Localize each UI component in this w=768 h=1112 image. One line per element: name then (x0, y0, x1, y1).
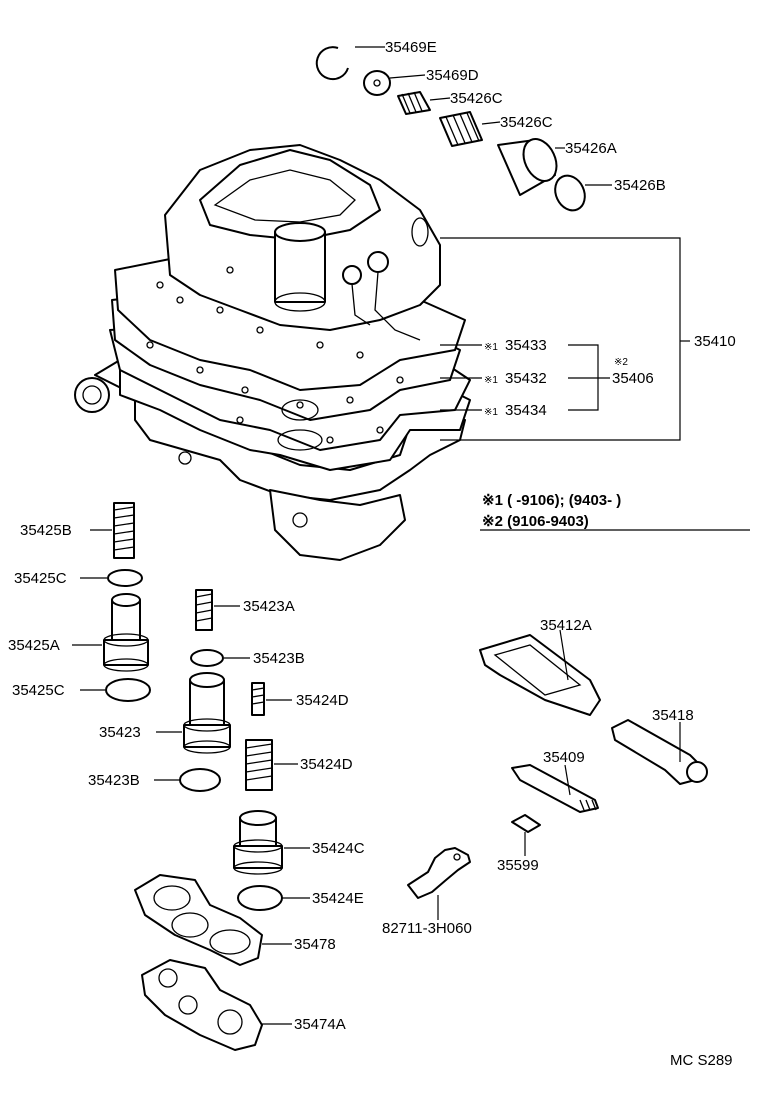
label-35425a: 35425A (8, 637, 60, 654)
label-35412a: 35412A (540, 617, 592, 634)
label-35423a: 35423A (243, 598, 295, 615)
part-cover-35474a (141, 959, 263, 1051)
label-35474a: 35474A (294, 1016, 346, 1033)
label-35425c-upper: 35425C (14, 570, 67, 587)
part-manual-valve-35418 (611, 719, 708, 785)
label-35418: 35418 (652, 707, 694, 724)
part-valve-35423 (183, 672, 231, 754)
valve-body-assembly (74, 144, 471, 561)
part-spring-35409 (511, 764, 599, 813)
label-35426a: 35426A (565, 140, 617, 157)
note-1: ※1 ( -9106); (9403- ) (482, 492, 621, 509)
part-spring-35426c-large (439, 111, 483, 147)
label-35425b: 35425B (20, 522, 72, 539)
part-gasket-35478 (134, 874, 263, 966)
part-spring-35424d-large (245, 739, 273, 791)
label-35424d-large: 35424D (300, 756, 353, 773)
labels: 35469E 35469D 35426C 35426C 35426A 35426… (8, 39, 736, 1069)
label-35426c-small: 35426C (450, 90, 503, 107)
part-valve-35424c (233, 810, 283, 875)
label-35423b-lower: 35423B (88, 772, 140, 789)
part-bracket-82711 (407, 847, 471, 899)
label-35432: 35432 (505, 370, 547, 387)
mark-1-35433: ※1 (484, 342, 498, 353)
part-o-ring-35426b (554, 174, 586, 212)
part-spring-35424d-small (251, 682, 265, 716)
part-o-ring-35424e (237, 885, 283, 911)
part-spring-35425b (113, 502, 135, 559)
footer-code: MC S289 (670, 1052, 733, 1069)
label-35409: 35409 (543, 749, 585, 766)
label-35469e: 35469E (385, 39, 437, 56)
part-o-ring-35425c-lower (105, 678, 151, 702)
label-35410: 35410 (694, 333, 736, 350)
label-35426c-large: 35426C (500, 114, 553, 131)
part-spring-35423a (195, 589, 213, 631)
part-spring-35426c-small (397, 91, 431, 115)
note-2: ※2 (9106-9403) (482, 513, 589, 530)
label-35426b: 35426B (614, 177, 666, 194)
part-detent-35412a (479, 634, 601, 716)
label-35424d-small: 35424D (296, 692, 349, 709)
label-35424e: 35424E (312, 890, 364, 907)
part-piston-35426a (497, 138, 558, 196)
part-valve-35425a (103, 593, 149, 672)
label-35406: 35406 (612, 370, 654, 387)
label-35423b-upper: 35423B (253, 650, 305, 667)
label-35599: 35599 (497, 857, 539, 874)
mark-1-35432: ※1 (484, 375, 498, 386)
part-o-ring-35423b-lower (179, 768, 221, 792)
label-35469d: 35469D (426, 67, 479, 84)
label-82711-3h060: 82711-3H060 (382, 920, 472, 937)
part-clip-35599 (511, 814, 541, 833)
label-35424c: 35424C (312, 840, 365, 857)
label-35423: 35423 (99, 724, 141, 741)
part-plate-35469d (363, 70, 391, 96)
part-o-ring-35425c-upper (107, 569, 143, 587)
label-35478: 35478 (294, 936, 336, 953)
mark-1-35434: ※1 (484, 407, 498, 418)
mark-2-35406: ※2 (614, 357, 628, 368)
part-snap-ring-35469e (315, 46, 349, 81)
label-35434: 35434 (505, 402, 547, 419)
label-35425c-lower: 35425C (12, 682, 65, 699)
label-35433: 35433 (505, 337, 547, 354)
bracket-leaders (440, 237, 690, 441)
part-o-ring-35423b-upper (190, 649, 224, 667)
